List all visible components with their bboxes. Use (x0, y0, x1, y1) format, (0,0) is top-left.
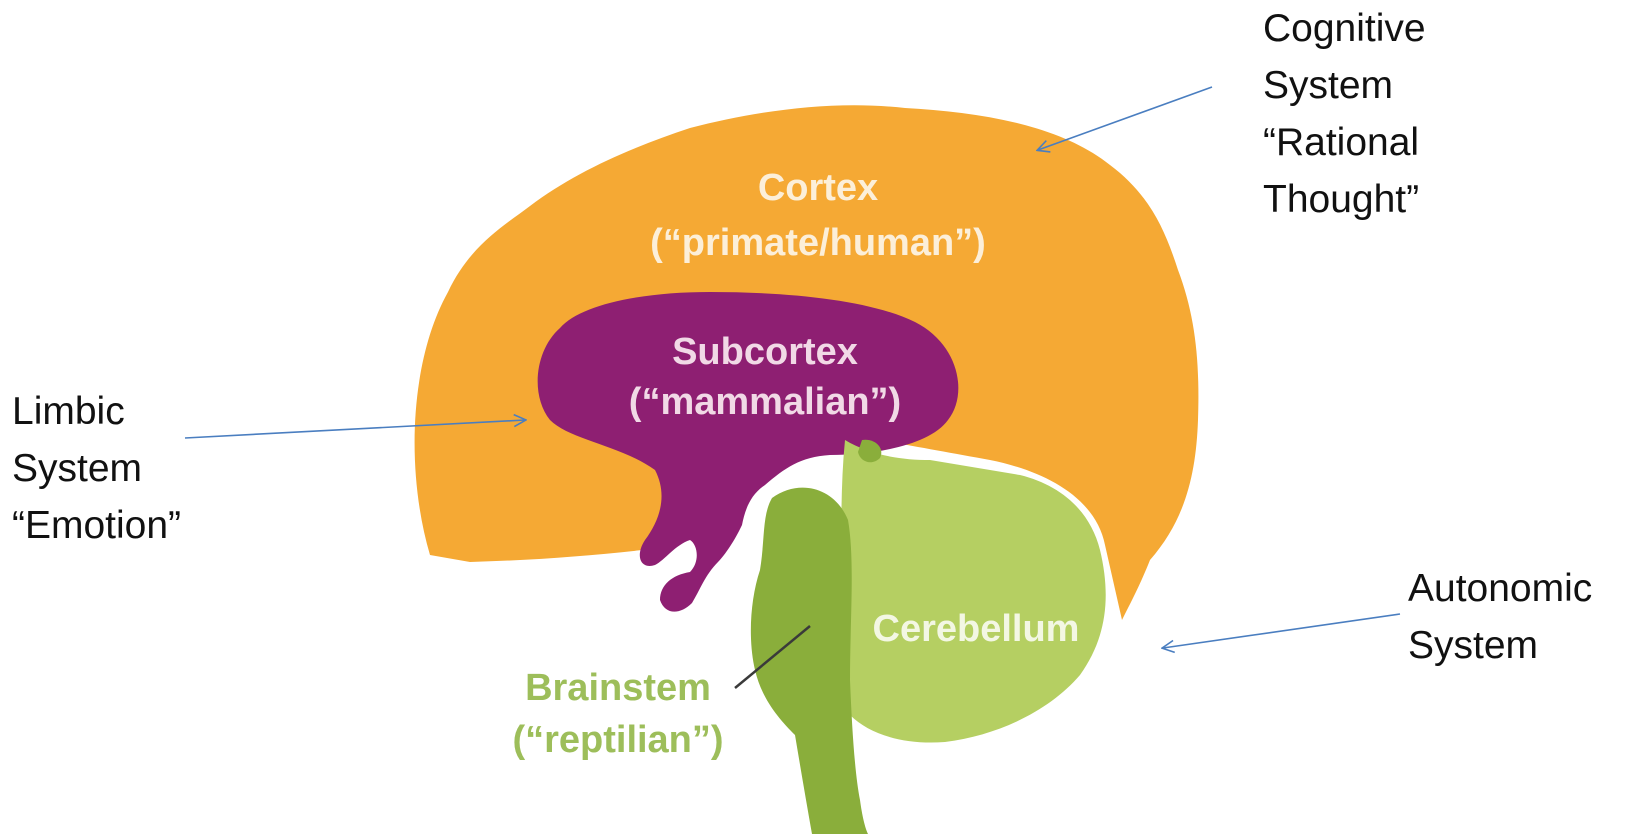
cognitive-line-1: Cognitive (1263, 0, 1426, 57)
brainstem-sublabel: (“reptilian”) (512, 719, 723, 761)
cognitive-line-2: System (1263, 57, 1426, 114)
autonomic-line-2: System (1408, 617, 1592, 674)
subcortex-label: Subcortex (672, 331, 858, 373)
brainstem-label: Brainstem (525, 667, 711, 709)
cognitive-line-4: Thought” (1263, 171, 1426, 228)
cortex-label: Cortex (758, 167, 878, 209)
subcortex-sublabel: (“mammalian”) (629, 381, 901, 423)
cognitive-line-3: “Rational (1263, 114, 1426, 171)
limbic-system-note: Limbic System “Emotion” (12, 383, 181, 554)
cognitive-arrow (1038, 87, 1212, 150)
autonomic-system-note: Autonomic System (1408, 560, 1592, 674)
cortex-sublabel: (“primate/human”) (650, 222, 986, 264)
cerebellum-label: Cerebellum (873, 608, 1080, 650)
autonomic-line-1: Autonomic (1408, 560, 1592, 617)
limbic-line-3: “Emotion” (12, 497, 181, 554)
autonomic-arrow (1163, 614, 1400, 648)
limbic-line-1: Limbic (12, 383, 181, 440)
cognitive-system-note: Cognitive System “Rational Thought” (1263, 0, 1426, 228)
limbic-line-2: System (12, 440, 181, 497)
